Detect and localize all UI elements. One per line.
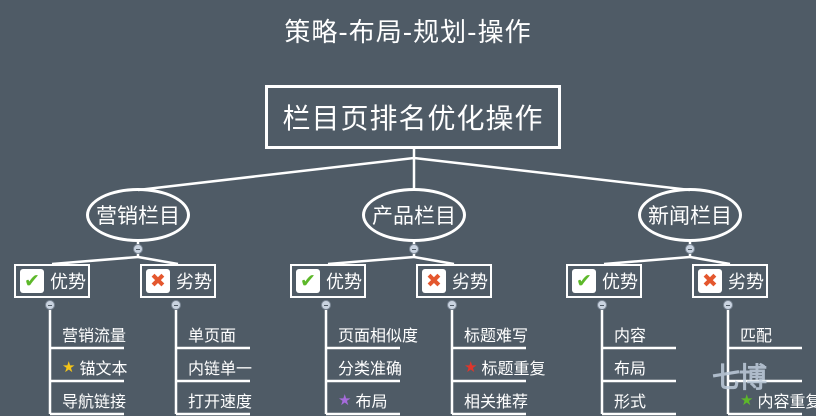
star-icon: ★ [740, 390, 754, 409]
leaf-item: 形式 [614, 386, 646, 414]
leaf-label: 营销流量 [62, 326, 127, 345]
cons-label: 劣势 [728, 272, 764, 293]
leaf-item: ★布局 [338, 386, 387, 414]
leaf-label: 页面相似度 [338, 326, 419, 345]
leaf-label: 内容 [614, 326, 647, 345]
leaf-label: 匹配 [740, 326, 773, 345]
connector-line [51, 255, 139, 266]
check-icon: ✔ [572, 269, 596, 293]
leaf-label: 标题难写 [464, 326, 529, 345]
cons-node: ✖ 劣势 [416, 264, 492, 298]
column-node-0: 营销栏目 [86, 188, 190, 242]
connector-line [413, 255, 455, 266]
leaf-label: 布局 [614, 359, 647, 378]
leaf-item: 页面相似度 [338, 320, 418, 348]
cross-icon: ✖ [422, 269, 446, 293]
leaf-item: 布局 [614, 353, 646, 381]
leaf-label: 相关推荐 [464, 392, 529, 411]
connector-line [137, 255, 179, 266]
leaf-item: ★锚文本 [62, 353, 127, 381]
leaf-item: 营销流量 [62, 320, 126, 348]
cons-label: 劣势 [176, 272, 212, 293]
leaf-label: 内容重复 [757, 392, 816, 411]
leaf-item: ★标题重复 [464, 353, 545, 381]
leaf-item: 内链单一 [188, 353, 252, 381]
connector-line [603, 255, 691, 266]
leaf-label: 导航链接 [62, 392, 127, 411]
leaf-label: 形式 [614, 392, 647, 411]
collapse-toggle[interactable] [685, 244, 695, 254]
connector-line [327, 255, 415, 266]
check-icon: ✔ [296, 269, 320, 293]
leaf-item: 标题难写 [464, 320, 528, 348]
cross-icon: ✖ [698, 269, 722, 293]
connector-line [137, 156, 415, 192]
cons-node: ✖ 劣势 [140, 264, 216, 298]
column-node-2: 新闻栏目 [638, 188, 742, 242]
star-icon: ★ [338, 390, 352, 409]
leaf-item: 打开速度 [188, 386, 252, 414]
leaf-item: 单页面 [188, 320, 236, 348]
column-node-1: 产品栏目 [362, 188, 466, 242]
check-icon: ✔ [20, 269, 44, 293]
collapse-toggle[interactable] [133, 244, 143, 254]
cons-node: ✖ 劣势 [692, 264, 768, 298]
pros-label: 优势 [50, 272, 86, 293]
leaf-label: 布局 [355, 392, 388, 411]
cons-label: 劣势 [452, 272, 488, 293]
leaf-item: 导航链接 [62, 386, 126, 414]
page-title: 策略-布局-规划-操作 [284, 18, 532, 48]
pros-node: ✔ 优势 [14, 264, 90, 298]
pros-node: ✔ 优势 [566, 264, 642, 298]
star-icon: ★ [464, 357, 478, 376]
pros-label: 优势 [602, 272, 638, 293]
collapse-toggle[interactable] [597, 300, 607, 310]
collapse-toggle[interactable] [321, 300, 331, 310]
pros-label: 优势 [326, 272, 362, 293]
leaf-item: 内容 [614, 320, 646, 348]
leaf-item: 分类准确 [338, 353, 402, 381]
connector-line [689, 255, 731, 266]
star-icon: ★ [62, 357, 76, 376]
cross-icon: ✖ [146, 269, 170, 293]
collapse-toggle[interactable] [409, 244, 419, 254]
leaf-label: 标题重复 [481, 359, 546, 378]
leaf-item: ★内容重复 [740, 386, 816, 414]
connector-line [413, 156, 691, 192]
root-node: 栏目页排名优化操作 [265, 85, 561, 149]
leaf-item: 匹配 [740, 320, 772, 348]
collapse-toggle[interactable] [45, 300, 55, 310]
leaf-item: 相关推荐 [464, 386, 528, 414]
leaf-label: 打开速度 [188, 392, 253, 411]
leaf-label: 内链单一 [188, 359, 253, 378]
collapse-toggle[interactable] [171, 300, 181, 310]
watermark-logo: 七博 [712, 361, 767, 394]
collapse-toggle[interactable] [723, 300, 733, 310]
leaf-label: 分类准确 [338, 359, 403, 378]
leaf-label: 锚文本 [79, 359, 128, 378]
collapse-toggle[interactable] [447, 300, 457, 310]
leaf-label: 单页面 [188, 326, 237, 345]
pros-node: ✔ 优势 [290, 264, 366, 298]
